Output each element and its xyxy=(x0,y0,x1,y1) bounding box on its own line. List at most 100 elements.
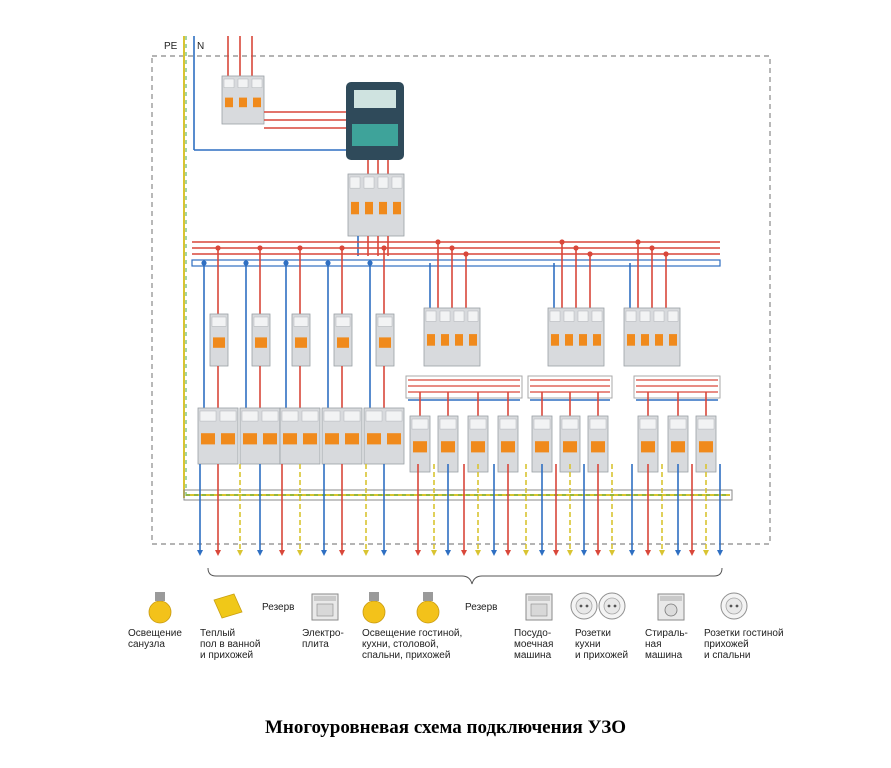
schematic xyxy=(148,36,771,624)
single-rcd-5-cap-1 xyxy=(365,410,383,422)
main-rcd-cap-4 xyxy=(391,176,403,189)
out-arrow-15 xyxy=(475,550,481,556)
group1-feed-dot-2 xyxy=(449,245,455,251)
single-col-neutral-dot-2 xyxy=(243,260,249,266)
single-col-neutral-dot-5 xyxy=(367,260,373,266)
out-arrow-20 xyxy=(553,550,559,556)
main-rcd-lever-4 xyxy=(393,201,401,215)
group-rcd-3-cap-3 xyxy=(653,310,665,322)
load-label-floor-heating: Теплый пол в ванной и прихожей xyxy=(200,628,261,661)
load-bracket xyxy=(207,567,723,585)
group2-feed-dot-3 xyxy=(587,251,593,257)
out-arrow-24 xyxy=(609,550,615,556)
group1-breaker-2-lever-1 xyxy=(441,441,455,453)
out-arrow-22 xyxy=(581,550,587,556)
living-socket-icon-inner xyxy=(725,597,743,615)
single-col-neutral-dot-3 xyxy=(283,260,289,266)
out-arrow-7 xyxy=(321,550,327,556)
group-rcd-3-cap-1 xyxy=(625,310,637,322)
group-rcd-1-lever-3 xyxy=(455,334,463,346)
stove-icon-top xyxy=(314,596,336,601)
reserve-label-1: Резерв xyxy=(262,602,295,613)
single-rcd-4-lever-1 xyxy=(325,433,339,445)
out-arrow-25 xyxy=(629,550,635,556)
single-breaker-3-lever-1 xyxy=(295,337,307,348)
group-rcd-1-lever-2 xyxy=(441,334,449,346)
meter-panel xyxy=(352,124,398,146)
group-rcd-1-cap-3 xyxy=(453,310,465,322)
group3-feed-dot-1 xyxy=(635,239,641,245)
room-lamp-icon-1 xyxy=(362,600,386,624)
single-rcd-4-lever-2 xyxy=(345,433,359,445)
single-rcd-4-cap-2 xyxy=(343,410,361,422)
group-rcd-2-lever-3 xyxy=(579,334,587,346)
out-arrow-31 xyxy=(717,550,723,556)
out-arrow-28 xyxy=(675,550,681,556)
kitchen-socket-icon-1-pin-l xyxy=(579,604,583,608)
group1-breaker-3-lever-1 xyxy=(471,441,485,453)
kitchen-socket-icon-2-pin-r xyxy=(613,604,617,608)
main-breaker-cap-2 xyxy=(237,78,249,88)
group3-feed-dot-2 xyxy=(649,245,655,251)
single-col-neutral-dot-4 xyxy=(325,260,331,266)
load-label-bathroom-light: Освещение санузла xyxy=(128,628,182,650)
single-breaker-1-cap-1 xyxy=(211,316,227,327)
out-arrow-16 xyxy=(491,550,497,556)
load-label-living-sockets: Розетки гостиной прихожей и спальни xyxy=(704,628,784,661)
load-label-stove: Электро- плита xyxy=(302,628,344,650)
group2-breaker-3-cap-1 xyxy=(589,418,607,430)
group3-breaker-2-lever-1 xyxy=(671,441,685,453)
single-rcd-2-cap-1 xyxy=(241,410,259,422)
pe-label: PE xyxy=(164,41,178,52)
kitchen-socket-icon-2-pin-l xyxy=(607,604,611,608)
living-socket-icon-pin-l xyxy=(729,604,733,608)
single-rcd-1-lever-1 xyxy=(201,433,215,445)
group-rcd-2-cap-2 xyxy=(563,310,575,322)
group-rcd-3-cap-2 xyxy=(639,310,651,322)
group1-breaker-3-cap-1 xyxy=(469,418,487,430)
group3-feed-dot-3 xyxy=(663,251,669,257)
out-arrow-19 xyxy=(539,550,545,556)
single-col-neutral-dot-1 xyxy=(201,260,207,266)
single-col-phase-dot-4 xyxy=(339,245,345,251)
group-rcd-1-lever-1 xyxy=(427,334,435,346)
single-col-phase-dot-3 xyxy=(297,245,303,251)
kitchen-socket-icon-2-inner xyxy=(603,597,621,615)
living-socket-icon-pin-r xyxy=(735,604,739,608)
single-breaker-1-lever-1 xyxy=(213,337,225,348)
group2-feed-dot-1 xyxy=(559,239,565,245)
out-arrow-21 xyxy=(567,550,573,556)
bathroom-lamp-icon xyxy=(148,600,172,624)
group1-feed-dot-3 xyxy=(463,251,469,257)
group3-breaker-1-cap-1 xyxy=(639,418,657,430)
single-rcd-4-cap-1 xyxy=(323,410,341,422)
out-arrow-29 xyxy=(689,550,695,556)
main-breaker-lever-3 xyxy=(253,97,261,108)
out-arrow-27 xyxy=(659,550,665,556)
single-rcd-1-cap-2 xyxy=(219,410,237,422)
out-arrow-2 xyxy=(215,550,221,556)
single-col-phase-dot-5 xyxy=(381,245,387,251)
group1-breaker-2-cap-1 xyxy=(439,418,457,430)
out-arrow-1 xyxy=(197,550,203,556)
group-rcd-1-cap-2 xyxy=(439,310,451,322)
out-arrow-4 xyxy=(257,550,263,556)
room-lamp-icon-2-base xyxy=(423,592,433,601)
out-arrow-8 xyxy=(339,550,345,556)
load-label-dishwasher: Посудо- моечная машина xyxy=(514,628,554,661)
single-rcd-1-cap-1 xyxy=(199,410,217,422)
dishwasher-icon-top xyxy=(528,596,550,601)
main-rcd-cap-3 xyxy=(377,176,389,189)
kitchen-socket-icon-1-pin-r xyxy=(585,604,589,608)
group-rcd-3-lever-1 xyxy=(627,334,635,346)
single-rcd-1-lever-2 xyxy=(221,433,235,445)
group-rcd-3-cap-4 xyxy=(667,310,679,322)
bathroom-lamp-icon-base xyxy=(155,592,165,601)
single-col-phase-dot-2 xyxy=(257,245,263,251)
reserve-label-2: Резерв xyxy=(465,602,498,613)
single-rcd-2-lever-1 xyxy=(243,433,257,445)
washing-machine-icon-top xyxy=(660,596,682,601)
group3-breaker-1-lever-1 xyxy=(641,441,655,453)
group1-breaker-1-cap-1 xyxy=(411,418,429,430)
kitchen-socket-icon-1-inner xyxy=(575,597,593,615)
